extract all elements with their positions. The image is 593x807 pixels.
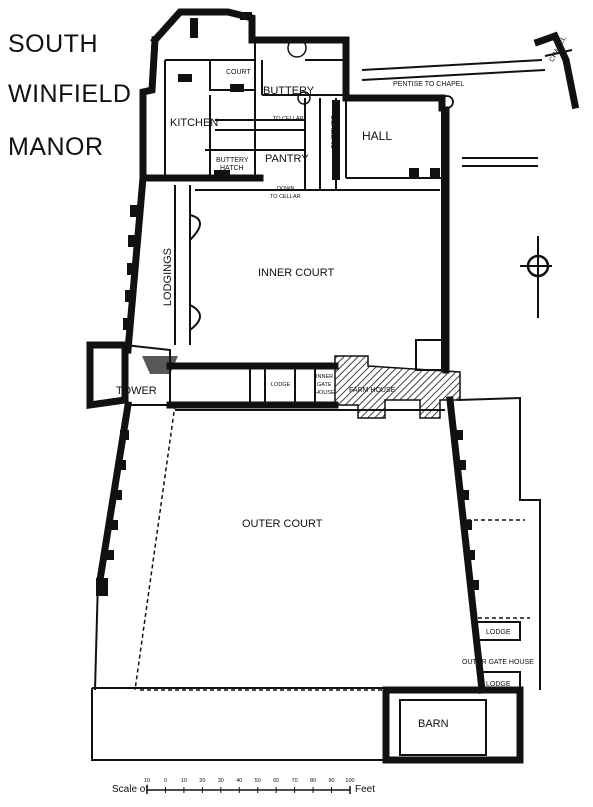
label-court: COURT bbox=[226, 69, 251, 76]
inner-court bbox=[195, 189, 443, 371]
scale-tick-label: 20 bbox=[199, 778, 205, 784]
label-lodgings: LODGINGS bbox=[162, 248, 174, 306]
west-range bbox=[123, 174, 201, 354]
outer-west-buttresses bbox=[96, 430, 129, 596]
label-buttery: BUTTERY bbox=[263, 85, 315, 97]
label-pentise: PENTISE TO CHAPEL bbox=[393, 81, 464, 88]
label-pantry: PANTRY bbox=[265, 153, 309, 165]
label-hall: HALL bbox=[362, 129, 392, 143]
label-barn: BARN bbox=[418, 718, 449, 730]
outer-east-buttresses bbox=[454, 430, 479, 590]
compass-icon bbox=[520, 236, 552, 318]
label-inner-gate-2: GATE bbox=[317, 382, 332, 388]
label-down-cellar-2: TO CELLAR bbox=[270, 194, 300, 200]
scale-tick-label: 100 bbox=[345, 778, 354, 784]
title-line-1: SOUTH bbox=[8, 30, 98, 58]
scale-tick-label: 10 bbox=[181, 778, 187, 784]
label-lodge-outer-1: LODGE bbox=[486, 629, 511, 636]
scale-tick-label: 70 bbox=[292, 778, 298, 784]
label-screens: SCREENS bbox=[329, 115, 336, 149]
label-tower: TOWER bbox=[116, 385, 157, 397]
scale-tick-label: 40 bbox=[236, 778, 242, 784]
title-line-2: WINFIELD bbox=[8, 80, 131, 108]
scale-suffix: Feet bbox=[355, 784, 375, 795]
scale-tick-label: 60 bbox=[273, 778, 279, 784]
scale-tick-label: 10 bbox=[144, 778, 150, 784]
label-kitchen: KITCHEN bbox=[170, 117, 218, 129]
scale-tick-label: 50 bbox=[255, 778, 261, 784]
label-to-cellar: TO CELLAR bbox=[273, 116, 303, 122]
title-line-3: MANOR bbox=[8, 133, 104, 161]
label-down-cellar-1: DOWN bbox=[277, 186, 294, 192]
scale-tick-label: 80 bbox=[310, 778, 316, 784]
label-inner-gate-1: INNER bbox=[316, 374, 333, 380]
label-lodge-inner: LODGE bbox=[271, 382, 291, 388]
label-outer-court: OUTER COURT bbox=[242, 518, 323, 530]
label-outer-gate-house: OUTER GATE HOUSE bbox=[462, 659, 534, 666]
label-buttery-hatch-1: BUTTERY bbox=[216, 157, 249, 164]
north-range bbox=[139, 8, 580, 374]
label-inner-court: INNER COURT bbox=[258, 267, 334, 279]
middle-range bbox=[86, 341, 461, 419]
scale-prefix: Scale of bbox=[112, 784, 148, 795]
outer-court bbox=[91, 396, 541, 764]
scale-tick-label: 90 bbox=[328, 778, 334, 784]
map-title: SOUTH WINFIELD MANOR bbox=[8, 30, 131, 161]
label-lodge-outer-2: LODGE bbox=[486, 681, 511, 688]
label-buttery-hatch-2: HATCH bbox=[220, 165, 244, 172]
scale-tick-label: 30 bbox=[218, 778, 224, 784]
label-inner-gate-3: HOUSE bbox=[315, 390, 335, 396]
room-labels: CHAPEL PENTISE TO CHAPEL COURT BUTTERY K… bbox=[116, 35, 568, 730]
west-buttresses bbox=[123, 205, 140, 330]
label-farm-house: FARM HOUSE bbox=[349, 387, 396, 394]
scale-tick-label: 0 bbox=[164, 778, 167, 784]
